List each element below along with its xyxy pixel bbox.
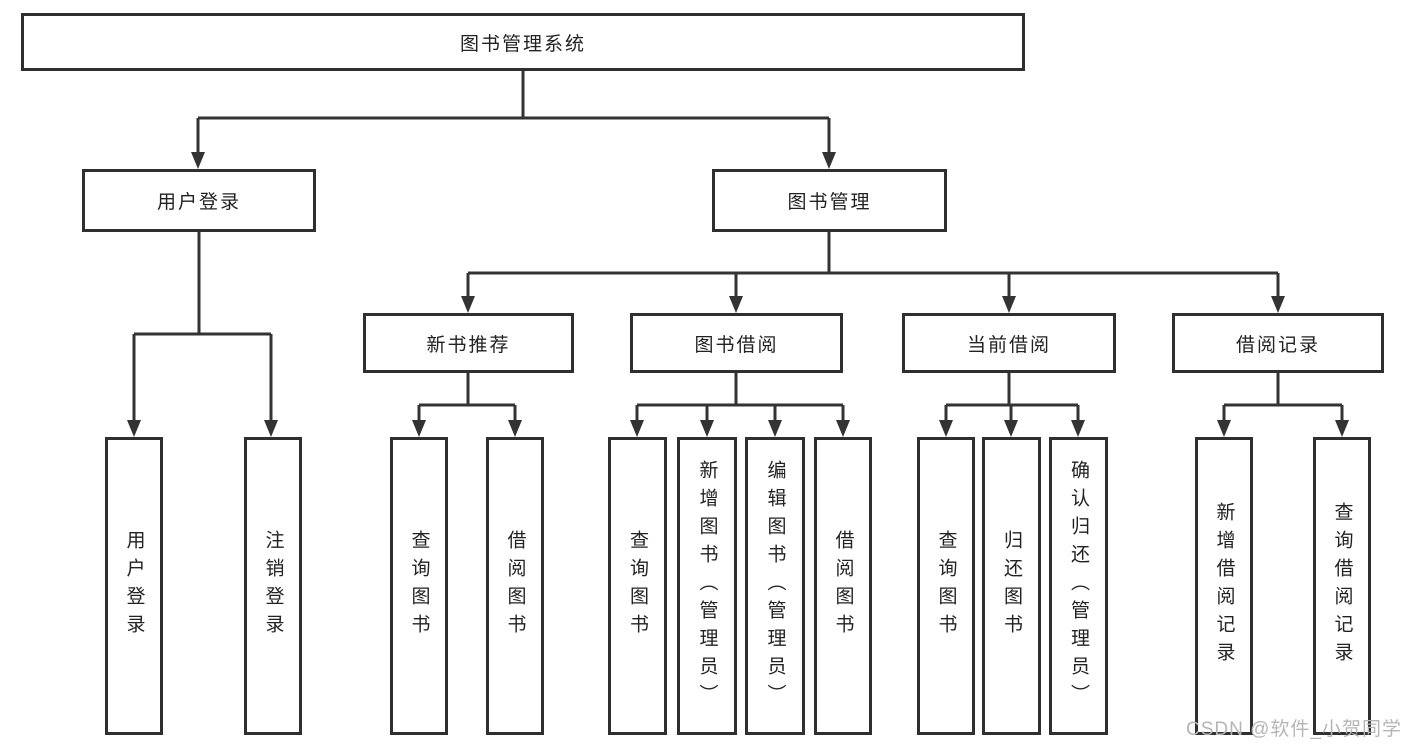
leaf-br-add-record: 新增借阅记录 <box>1195 437 1253 735</box>
leaf-cb-confirm-return-admin-label: 确认归还（管理员） <box>1068 460 1089 712</box>
leaf-user-login: 用户登录 <box>105 437 163 735</box>
leaf-bb-add-books-admin-label: 新增图书（管理员） <box>696 460 718 712</box>
leaf-bb-edit-books-admin: 编辑图书（管理员） <box>745 437 805 735</box>
leaf-bb-query-books: 查询图书 <box>608 437 667 735</box>
node-root: 图书管理系统 <box>21 13 1025 71</box>
arrowheads <box>127 152 1349 437</box>
node-root-label: 图书管理系统 <box>459 33 586 55</box>
node-current-borrow-label: 当前借阅 <box>966 334 1051 356</box>
leaf-cb-return-books: 归还图书 <box>982 437 1041 735</box>
leaf-cb-confirm-return-admin: 确认归还（管理员） <box>1049 437 1108 735</box>
leaf-cb-query-books-label: 查询图书 <box>935 530 957 642</box>
leaf-nbr-query-books-label: 查询图书 <box>408 530 430 642</box>
leaf-nbr-borrow-books: 借阅图书 <box>486 437 544 735</box>
leaf-bb-add-books-admin: 新增图书（管理员） <box>677 437 737 735</box>
node-book-management-group-label: 图书管理 <box>787 192 872 213</box>
node-borrow-records: 借阅记录 <box>1172 313 1384 373</box>
leaf-cb-return-books-label: 归还图书 <box>1001 530 1022 642</box>
leaf-logout-label: 注销登录 <box>262 530 284 642</box>
node-book-borrow: 图书借阅 <box>630 313 843 373</box>
csdn-watermark: CSDN @软件_小贺同学 <box>1186 719 1402 740</box>
leaf-bb-borrow-books-label: 借阅图书 <box>832 530 854 642</box>
leaf-nbr-borrow-books-label: 借阅图书 <box>504 530 526 642</box>
node-current-borrow: 当前借阅 <box>902 313 1116 373</box>
leaf-user-login-label: 用户登录 <box>123 530 145 642</box>
node-new-book-recommend: 新书推荐 <box>363 313 574 373</box>
node-user-login-group-label: 用户登录 <box>156 192 241 213</box>
leaf-br-add-record-label: 新增借阅记录 <box>1213 502 1235 670</box>
leaf-bb-borrow-books: 借阅图书 <box>814 437 872 735</box>
node-book-borrow-label: 图书借阅 <box>694 334 779 356</box>
node-book-management-group: 图书管理 <box>712 169 947 232</box>
leaf-br-query-record-label: 查询借阅记录 <box>1331 502 1353 670</box>
leaf-bb-edit-books-admin-label: 编辑图书（管理员） <box>764 460 786 712</box>
node-user-login-group: 用户登录 <box>82 169 316 232</box>
leaf-nbr-query-books: 查询图书 <box>390 437 448 735</box>
leaf-br-query-record: 查询借阅记录 <box>1313 437 1371 735</box>
leaf-bb-query-books-label: 查询图书 <box>627 530 648 642</box>
leaf-cb-query-books: 查询图书 <box>917 437 975 735</box>
node-borrow-records-label: 借阅记录 <box>1235 334 1320 356</box>
leaf-logout: 注销登录 <box>244 437 302 735</box>
node-new-book-recommend-label: 新书推荐 <box>426 334 511 356</box>
